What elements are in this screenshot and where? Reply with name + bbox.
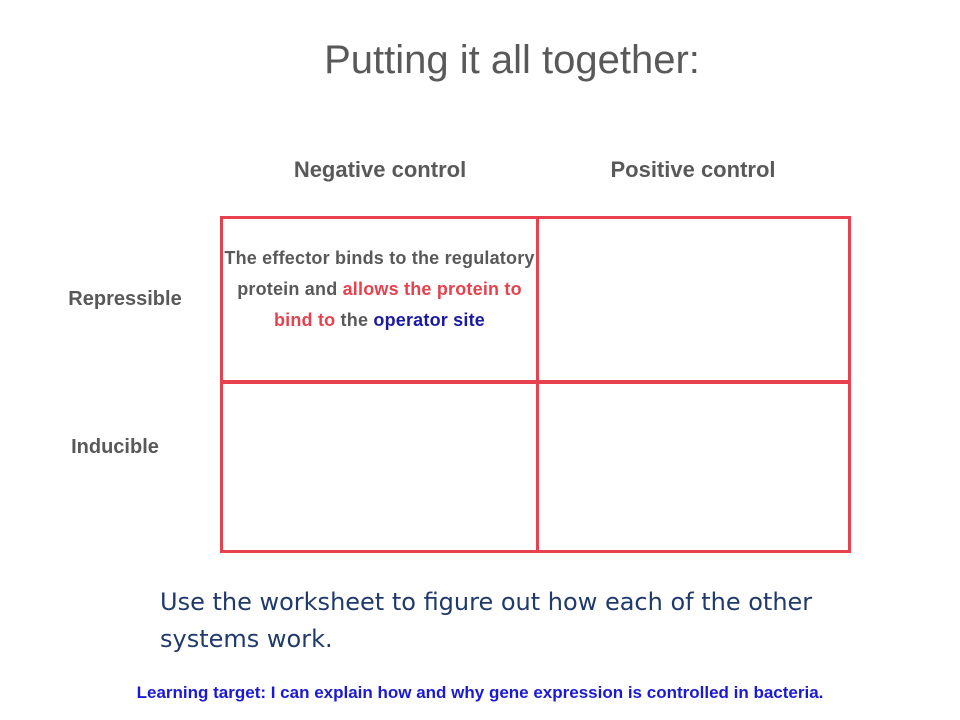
cell-text-grey-part: The effector binds to the regulatory pro…	[224, 248, 535, 299]
cell-text-blue-part: operator site	[373, 310, 486, 330]
cell-repressible-negative-text: The effector binds to the regulatory pro…	[223, 243, 536, 336]
column-header-negative-control: Negative control	[293, 157, 467, 182]
cell-inducible-negative	[220, 380, 539, 553]
cell-repressible-negative: The effector binds to the regulatory pro…	[220, 216, 539, 384]
row-header-inducible: Inducible	[71, 436, 159, 458]
row-header-repressible: Repressible	[68, 288, 182, 310]
slide-title: Putting it all together:	[324, 38, 700, 82]
cell-text-grey-part-2: the	[335, 310, 374, 330]
cell-repressible-positive	[536, 216, 851, 384]
cell-text-red-part: allows the protein to bind to	[273, 279, 522, 330]
learning-target: Learning target: I can explain how and w…	[136, 683, 824, 702]
column-header-positive-control: Positive control	[610, 157, 776, 182]
worksheet-instruction: Use the worksheet to figure out how each…	[160, 588, 813, 653]
cell-inducible-positive	[536, 380, 851, 553]
